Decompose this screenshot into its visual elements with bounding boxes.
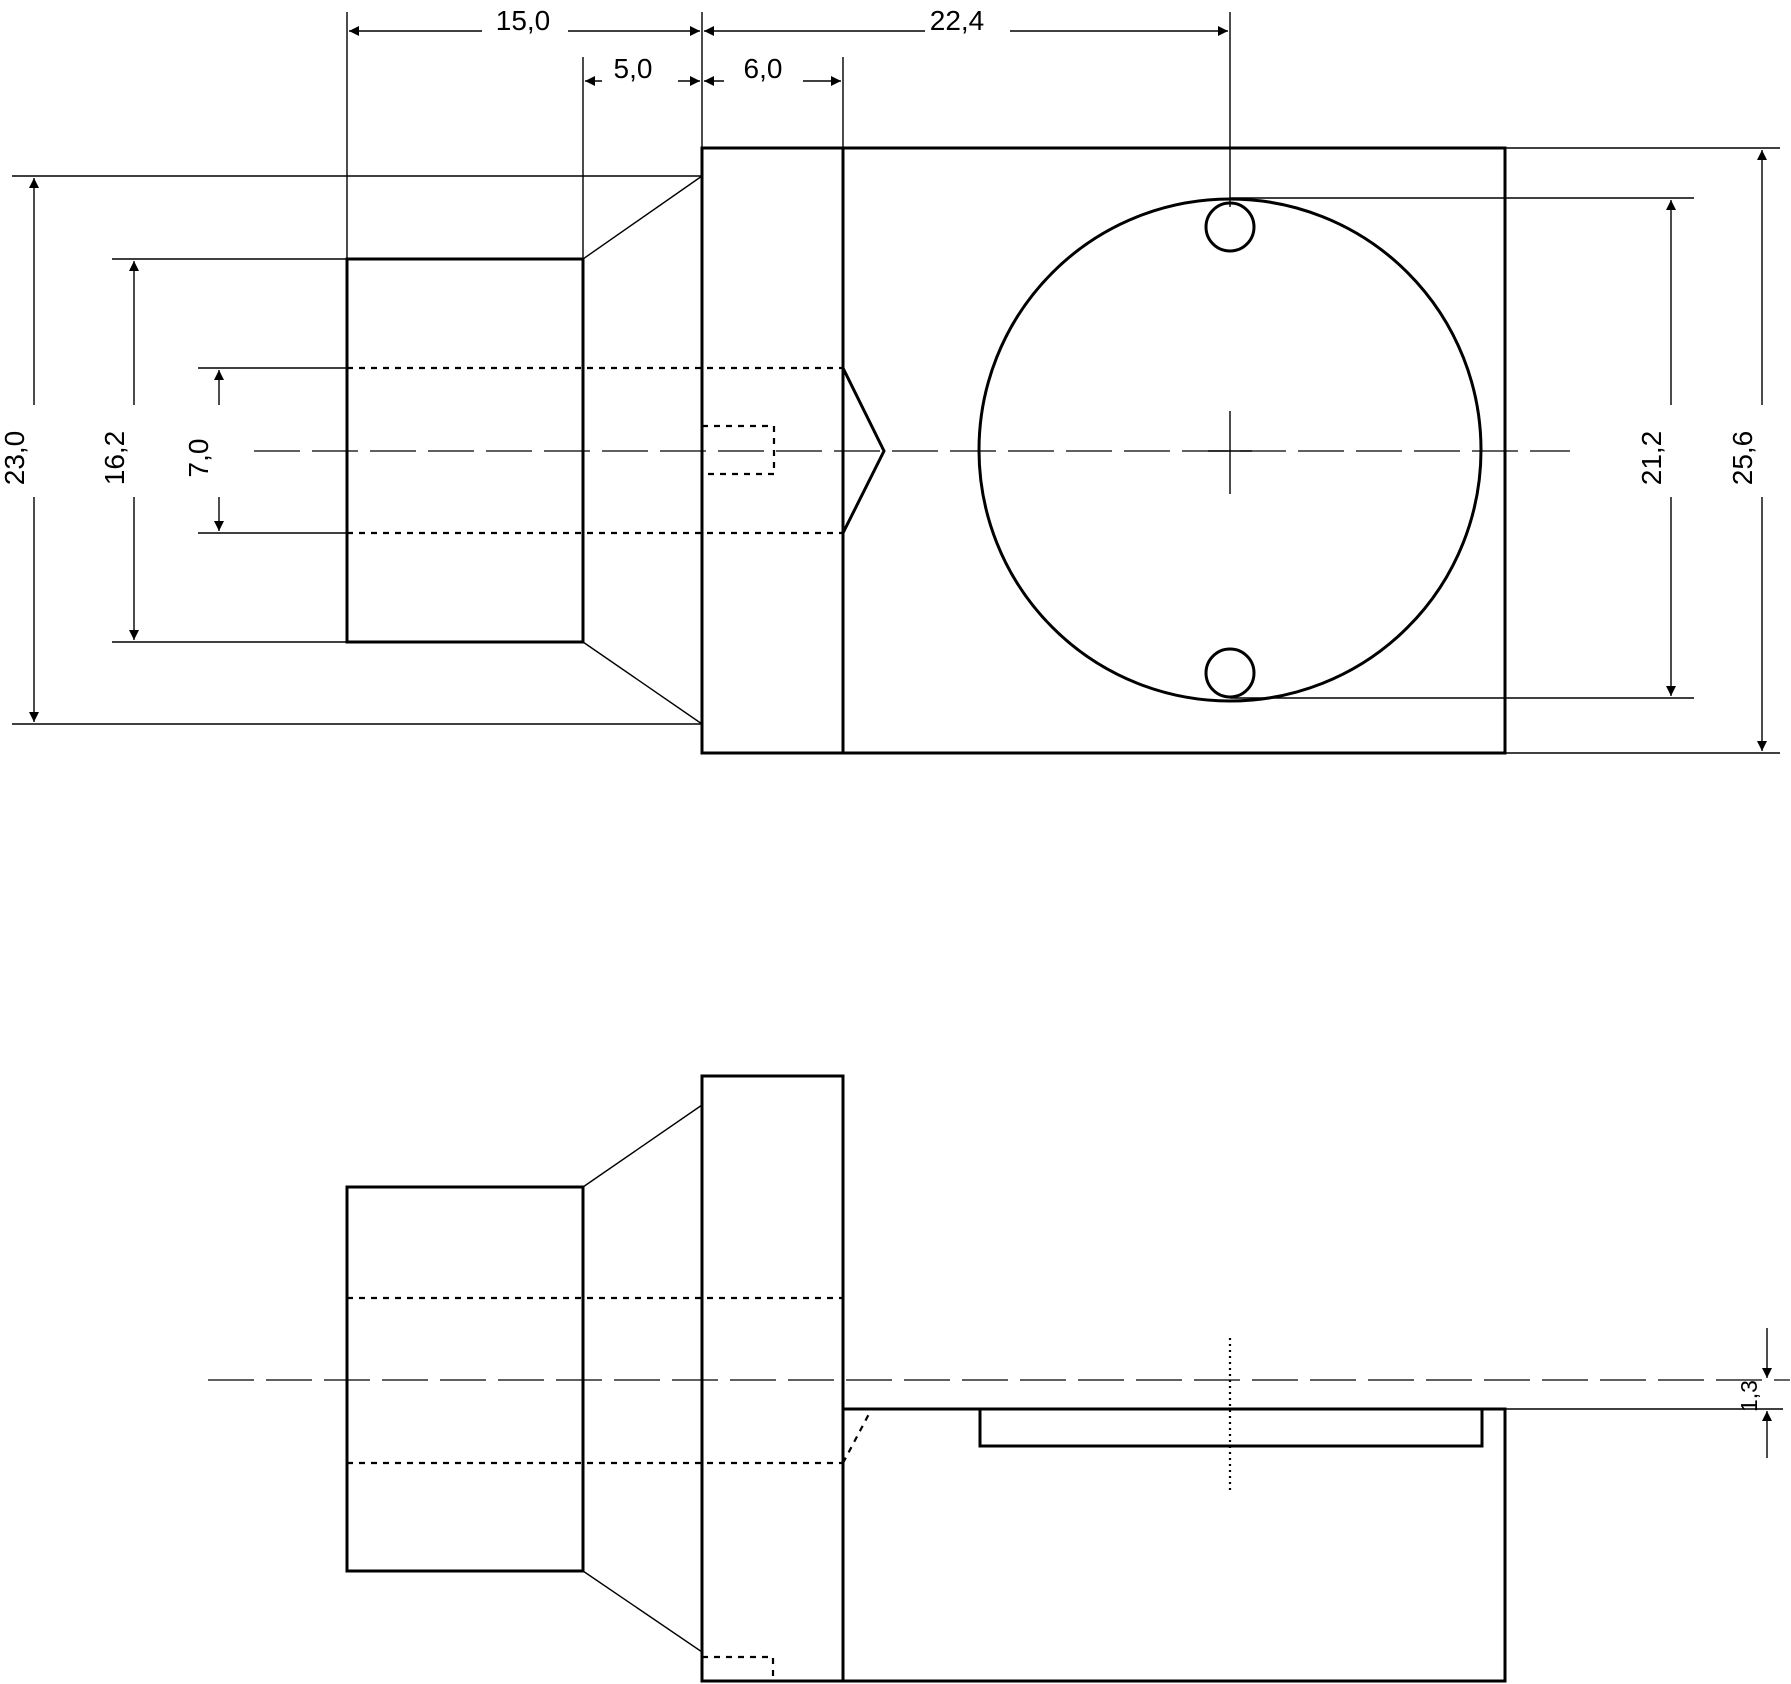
top-upper-hole [1204,201,1256,253]
top-dimensions: 15,0 22,4 5,0 6,0 [346,5,1228,259]
top-v-notch [840,365,886,536]
bottom-flange [700,1074,845,1683]
dim-21-2-text: 21,2 [1636,431,1667,486]
small-offset-dimension: 1,3 [1505,1328,1783,1458]
dim-1-3-text: 1,3 [1736,1380,1762,1412]
bottom-main-block [841,1407,1507,1683]
bottom-left-cylinder [345,1185,585,1573]
dim-25-6-text: 25,6 [1727,431,1758,486]
top-hidden-pocket [700,424,776,476]
top-lower-taper [582,641,703,725]
bottom-upper-taper [582,1104,703,1188]
dim-16-2-text: 16,2 [99,431,130,486]
bottom-lower-taper [582,1570,703,1653]
bottom-hidden-pocket [702,1655,775,1681]
dim-23-text: 23,0 [0,431,30,486]
dim-15-text: 15,0 [496,5,551,36]
top-upper-taper [582,175,703,260]
bottom-hidden-notch [842,1411,871,1464]
right-dimensions: 21,2 25,6 [1230,147,1780,754]
left-dimensions: 23,0 16,2 7,0 [0,175,702,725]
dim-7-text: 7,0 [183,439,214,478]
dim-6-text: 6,0 [744,53,783,84]
dim-5-text: 5,0 [614,53,653,84]
dim-22-4-text: 22,4 [930,5,985,36]
top-lower-hole [1204,647,1256,699]
top-view [254,12,1570,755]
bottom-view [208,1074,1790,1683]
